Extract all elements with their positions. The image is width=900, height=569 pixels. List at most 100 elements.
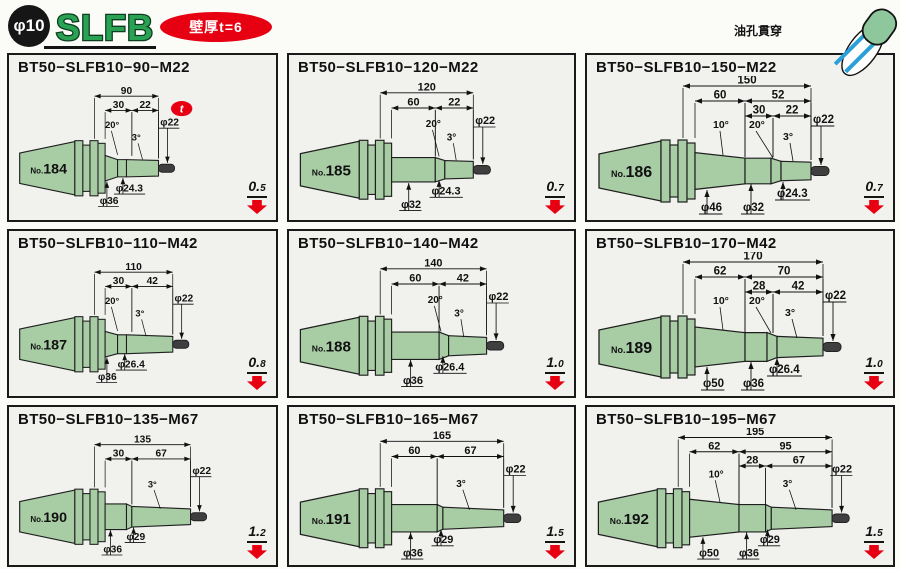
- svg-text:10°: 10°: [709, 469, 724, 480]
- svg-text:90: 90: [121, 86, 133, 97]
- weight-indicator: 0.5: [247, 179, 267, 214]
- oil-hole-tool-icon: [833, 8, 898, 77]
- svg-text:φ26.4: φ26.4: [435, 361, 464, 373]
- svg-text:60: 60: [409, 273, 421, 285]
- item-number: No.190: [30, 510, 67, 526]
- svg-text:60: 60: [407, 97, 419, 109]
- svg-text:150: 150: [737, 76, 756, 87]
- svg-text:3°: 3°: [456, 479, 466, 490]
- svg-text:62: 62: [708, 440, 720, 452]
- weight-value: 1.0: [545, 355, 565, 374]
- svg-text:φ29: φ29: [126, 532, 145, 543]
- svg-text:3°: 3°: [135, 309, 144, 319]
- red-down-arrow-icon: [864, 200, 884, 214]
- wall-thickness-label: 壁厚t=6: [189, 19, 243, 35]
- weight-value: 1.0: [864, 355, 884, 374]
- svg-text:t: t: [180, 104, 185, 116]
- model-number: BT50−SLFB10−170−M42: [596, 235, 777, 252]
- svg-text:20°: 20°: [749, 295, 765, 307]
- svg-text:28: 28: [753, 281, 766, 293]
- diameter-badge: φ10: [8, 5, 50, 47]
- weight-value: 1.5: [864, 524, 884, 543]
- model-number: BT50−SLFB10−165−M67: [298, 411, 479, 428]
- svg-text:φ36: φ36: [743, 378, 764, 390]
- item-number: No.188: [312, 338, 351, 355]
- svg-text:φ26.4: φ26.4: [769, 364, 800, 376]
- svg-text:3°: 3°: [132, 133, 141, 143]
- svg-text:3°: 3°: [785, 307, 795, 319]
- model-number: BT50−SLFB10−150−M22: [596, 59, 777, 76]
- svg-text:φ50: φ50: [703, 378, 724, 390]
- series-logo: SLFB: [55, 6, 155, 50]
- svg-text:70: 70: [778, 266, 791, 278]
- svg-text:67: 67: [464, 445, 476, 457]
- svg-text:67: 67: [156, 449, 168, 460]
- item-number: No.184: [30, 162, 67, 178]
- svg-text:30: 30: [113, 276, 125, 287]
- svg-text:22: 22: [786, 105, 799, 117]
- svg-text:20°: 20°: [426, 119, 441, 130]
- red-down-arrow-icon: [247, 376, 267, 390]
- model-number: BT50−SLFB10−140−M42: [298, 235, 479, 252]
- svg-text:φ24.3: φ24.3: [432, 185, 461, 197]
- svg-text:30: 30: [113, 449, 125, 460]
- svg-text:20°: 20°: [428, 295, 443, 306]
- weight-indicator: 1.5: [864, 524, 884, 559]
- svg-text:φ22: φ22: [825, 290, 846, 302]
- series-logo-text: SLFB: [56, 7, 154, 48]
- weight-value: 0.5: [247, 179, 267, 198]
- svg-text:140: 140: [424, 257, 442, 269]
- svg-text:3°: 3°: [783, 131, 793, 143]
- item-number: No.192: [610, 511, 649, 528]
- svg-text:φ22: φ22: [475, 115, 495, 127]
- wall-thickness-badge: 壁厚t=6: [160, 12, 272, 42]
- svg-text:φ22: φ22: [192, 466, 211, 477]
- weight-indicator: 0.7: [545, 179, 565, 214]
- red-down-arrow-icon: [864, 376, 884, 390]
- svg-text:φ29: φ29: [433, 534, 453, 546]
- svg-text:30: 30: [753, 105, 766, 117]
- svg-text:28: 28: [746, 455, 758, 467]
- svg-text:110: 110: [125, 262, 142, 273]
- svg-text:135: 135: [134, 434, 151, 445]
- svg-text:67: 67: [793, 455, 805, 467]
- item-number: No.185: [312, 162, 352, 179]
- page-header: φ10 SLFB 壁厚t=6 油孔貫穿: [0, 0, 900, 77]
- svg-text:φ22: φ22: [489, 291, 509, 303]
- svg-text:φ22: φ22: [506, 464, 526, 476]
- model-number: BT50−SLFB10−120−M22: [298, 59, 479, 76]
- svg-text:φ22: φ22: [175, 294, 194, 305]
- svg-text:120: 120: [418, 81, 436, 93]
- svg-text:22: 22: [448, 97, 460, 109]
- red-down-arrow-icon: [545, 545, 565, 559]
- svg-text:20°: 20°: [105, 120, 119, 130]
- svg-text:3°: 3°: [783, 479, 793, 490]
- red-down-arrow-icon: [247, 545, 267, 559]
- svg-text:42: 42: [457, 273, 469, 285]
- svg-text:60: 60: [714, 90, 727, 102]
- svg-text:22: 22: [139, 100, 151, 111]
- item-number: No.189: [611, 340, 652, 357]
- svg-text:195: 195: [746, 428, 764, 438]
- weight-indicator: 0.7: [864, 179, 884, 214]
- weight-indicator: 1.5: [545, 524, 565, 559]
- weight-indicator: 1.0: [545, 355, 565, 390]
- svg-text:10°: 10°: [713, 295, 729, 307]
- weight-value: 0.7: [545, 179, 565, 198]
- svg-text:95: 95: [779, 440, 791, 452]
- svg-text:φ36: φ36: [98, 372, 117, 383]
- svg-text:φ36: φ36: [103, 544, 122, 555]
- svg-text:φ24.3: φ24.3: [777, 188, 808, 200]
- svg-text:φ46: φ46: [701, 202, 722, 214]
- svg-text:φ22: φ22: [813, 114, 834, 126]
